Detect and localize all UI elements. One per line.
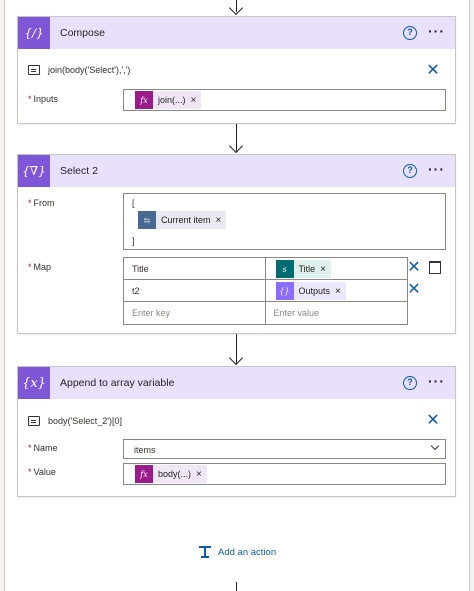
select2-card: {∇} Select 2 ? ··· *From [ ⇆ Current ite…: [17, 154, 456, 334]
close-comment-icon[interactable]: ✕: [426, 62, 440, 79]
add-action-icon: [198, 545, 212, 559]
more-options-icon[interactable]: ···: [428, 23, 445, 39]
append-title: Append to array variable: [60, 377, 175, 389]
map-label: *Map: [28, 262, 52, 272]
connector-line: [236, 334, 237, 364]
select2-title: Select 2: [60, 165, 98, 177]
append-card: {x} Append to array variable ? ··· body(…: [17, 366, 456, 497]
remove-token-icon[interactable]: ×: [335, 285, 341, 297]
remove-row-icon[interactable]: ✕: [407, 281, 421, 298]
compose-title: Compose: [60, 27, 105, 39]
more-options-icon[interactable]: ···: [428, 373, 445, 389]
value-label: *Value: [28, 467, 56, 477]
expression-token[interactable]: fx body(...) ×: [135, 465, 207, 483]
enter-key-input[interactable]: Enter key: [124, 302, 266, 324]
name-label: *Name: [28, 443, 58, 453]
chevron-down-icon: [430, 441, 440, 451]
close-comment-icon[interactable]: ✕: [426, 412, 440, 429]
help-icon[interactable]: ?: [403, 164, 417, 178]
map-key-cell[interactable]: t2: [124, 280, 266, 302]
inputs-label: *Inputs: [28, 94, 59, 104]
inputs-field[interactable]: fx join(...) ×: [123, 89, 446, 111]
comment-icon: [28, 65, 40, 75]
map-grid: Title s Title × t2 {} Outputs × Enter ke…: [123, 257, 408, 325]
fx-icon: fx: [135, 91, 153, 109]
append-comment: body('Select_2')[0]: [28, 416, 122, 426]
map-key-cell[interactable]: Title: [124, 258, 266, 280]
from-field[interactable]: [ ⇆ Current item × ]: [123, 193, 446, 250]
compose-icon: {∕}: [18, 17, 50, 49]
name-dropdown[interactable]: items: [123, 439, 446, 459]
from-label: *From: [28, 198, 55, 208]
loop-icon: ⇆: [138, 211, 156, 229]
remove-row-icon[interactable]: ✕: [407, 259, 421, 276]
array-close-bracket: ]: [132, 236, 135, 246]
fx-icon: fx: [135, 465, 153, 483]
connector-line: [236, 0, 237, 12]
value-field[interactable]: fx body(...) ×: [123, 463, 446, 485]
remove-token-icon[interactable]: ×: [215, 214, 222, 226]
select2-header[interactable]: {∇} Select 2 ? ···: [18, 155, 455, 187]
append-comment-text: body('Select_2')[0]: [48, 416, 122, 426]
append-header[interactable]: {x} Append to array variable ? ···: [18, 367, 455, 399]
comment-icon: [28, 416, 40, 426]
select-icon: {∇}: [18, 155, 50, 187]
enter-value-input[interactable]: Enter value: [273, 308, 320, 318]
map-value-cell[interactable]: s Title ×: [266, 258, 408, 280]
delete-map-icon[interactable]: [429, 261, 441, 274]
current-item-token[interactable]: ⇆ Current item ×: [138, 211, 227, 229]
help-icon[interactable]: ?: [403, 26, 417, 40]
compose-comment-text: join(body('Select'),','): [48, 65, 131, 75]
remove-token-icon[interactable]: ×: [320, 263, 327, 275]
add-action-button[interactable]: Add an action: [198, 545, 276, 559]
help-icon[interactable]: ?: [403, 376, 417, 390]
expression-token[interactable]: fx join(...) ×: [135, 91, 202, 109]
compose-comment: join(body('Select'),','): [28, 65, 130, 75]
variable-icon: {x}: [18, 367, 50, 399]
compose-icon: {}: [275, 282, 294, 300]
connector-line: [236, 124, 237, 152]
title-token[interactable]: s Title ×: [275, 260, 332, 278]
connector-line: [236, 582, 237, 591]
name-value: items: [134, 445, 156, 455]
compose-header[interactable]: {∕} Compose ? ···: [18, 17, 455, 49]
remove-token-icon[interactable]: ×: [196, 468, 202, 480]
sharepoint-icon: s: [275, 260, 294, 278]
add-action-label: Add an action: [218, 546, 277, 558]
map-row-empty: Enter key Enter value: [124, 302, 407, 324]
remove-token-icon[interactable]: ×: [190, 94, 197, 106]
map-value-cell[interactable]: {} Outputs ×: [266, 280, 408, 302]
outputs-token[interactable]: {} Outputs ×: [275, 282, 346, 300]
array-open-bracket: [: [132, 198, 135, 208]
map-row: Title s Title ×: [124, 258, 407, 280]
map-row: t2 {} Outputs ×: [124, 280, 407, 302]
more-options-icon[interactable]: ···: [428, 161, 445, 177]
compose-card: {∕} Compose ? ··· join(body('Select'),',…: [17, 16, 456, 124]
